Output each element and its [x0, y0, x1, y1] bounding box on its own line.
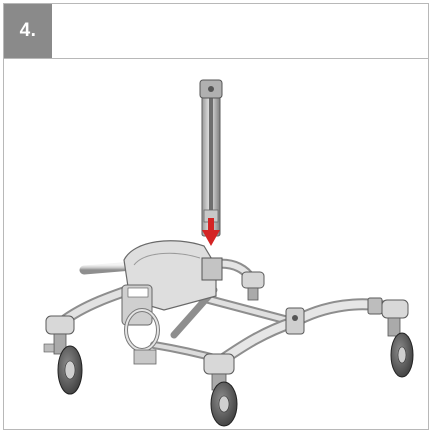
caster-front [203, 353, 238, 427]
instruction-step-panel: 4. [3, 3, 429, 430]
caster-left [43, 315, 83, 395]
down-arrow-icon [202, 218, 220, 246]
assembly-drawing [43, 79, 414, 427]
caster-wheel-icon [43, 271, 414, 427]
base-frame-icon [56, 240, 395, 366]
step-number-badge: 4. [4, 4, 52, 58]
caster-right [381, 299, 414, 378]
step-header: 4. [4, 4, 428, 59]
mast-icon [199, 79, 223, 237]
assembly-illustration [4, 60, 428, 429]
caster-back [241, 271, 265, 301]
